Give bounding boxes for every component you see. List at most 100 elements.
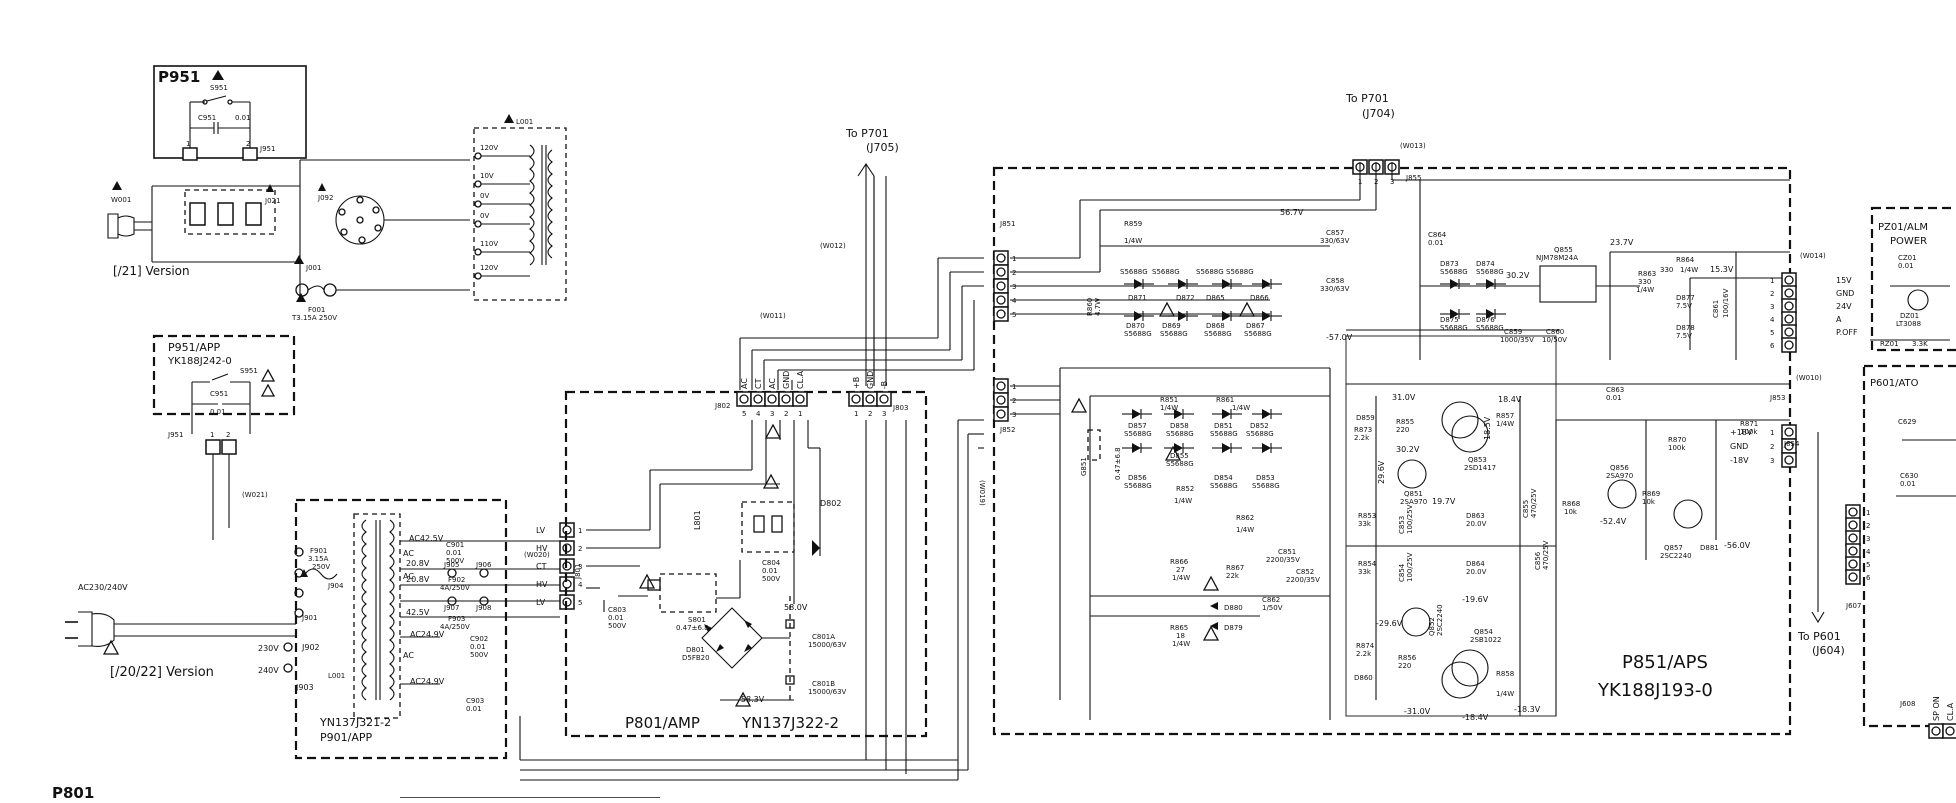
pin-number: 1 <box>1770 277 1774 285</box>
arrow-down-icon <box>1811 611 1825 624</box>
j851-label: J851 <box>999 220 1015 228</box>
pin-label: CL.A <box>1946 702 1955 721</box>
c901-value: 0.01 <box>446 549 462 557</box>
j704-label: (J704) <box>1362 107 1395 120</box>
q852-value: 2SC2240 <box>1436 604 1444 636</box>
d857-value: S5688G <box>1124 430 1152 438</box>
f901-value1: 3.15A <box>308 555 329 563</box>
pin-number: 4 <box>1770 316 1775 324</box>
warning-icon <box>1202 575 1220 591</box>
w021-label: (W021) <box>242 491 268 499</box>
w019-label: (W019) <box>978 480 986 506</box>
v197-label: 19.7V <box>1432 497 1456 506</box>
p851-aps-board: P851/APS YK188J193-0 To P701 (J704) (W01… <box>992 92 1858 736</box>
connector-pin <box>1781 324 1797 340</box>
pin-number: 3 <box>1390 178 1394 186</box>
v524n-label: -52.4V <box>1600 517 1627 526</box>
r852-value: 1/4W <box>1174 497 1192 505</box>
d855-value: S5688G <box>1166 460 1194 468</box>
pin-number: 5 <box>1866 561 1870 569</box>
c803-volt: 500V <box>608 622 626 630</box>
pin-number: 1 <box>1012 383 1016 391</box>
version-21-label: [/21] Version <box>113 264 190 278</box>
warning-icon <box>318 183 326 191</box>
j852-label: J852 <box>999 426 1015 434</box>
d867-value: S5688G <box>1244 330 1272 338</box>
g851-label: G851 <box>1080 457 1088 476</box>
p851-aps-label: P851/APS <box>1622 652 1708 673</box>
j607-label: J607 <box>1845 602 1861 610</box>
l001-label: L001 <box>516 118 533 126</box>
r861-value: 1/4W <box>1232 404 1250 412</box>
j852-pins: 123 <box>993 378 1016 422</box>
warning-icon <box>260 368 276 382</box>
voltage-selector-transformer1: J092 J001 F001 T3.15A 250V L001 120V10V0… <box>291 114 567 322</box>
pin-number: 5 <box>742 410 746 418</box>
connector-pin <box>993 378 1009 394</box>
v296n-label: -29.6V <box>1376 619 1403 628</box>
r855-label: R855 <box>1396 418 1414 426</box>
pin-label: A <box>1836 315 1842 324</box>
d875-label: D875 <box>1440 316 1459 324</box>
transformer-tap-label: 0V <box>480 212 489 220</box>
r868-value: 10k <box>1564 508 1578 516</box>
pin-number: 4 <box>1012 297 1017 305</box>
tap-ac249a: AC24.9V <box>410 630 445 639</box>
diode-symbol <box>1222 311 1231 321</box>
q854-value: 2SB1022 <box>1470 636 1502 644</box>
d801-value: D5FB20 <box>682 654 710 662</box>
r863-value: 330 <box>1638 278 1651 286</box>
r864-watt: 1/4W <box>1680 266 1698 274</box>
diode-symbol <box>1134 311 1143 321</box>
connector-pin <box>993 292 1009 308</box>
tap-208a: 20.8V <box>406 559 430 568</box>
f901-label: F901 <box>310 547 327 555</box>
c854-label: C854 <box>1398 563 1406 582</box>
tap-ac249b: AC24.9V <box>410 677 445 686</box>
svg-text:1: 1 <box>186 140 190 148</box>
p601-label: P601/ATO <box>1870 378 1919 389</box>
connector-pin <box>848 391 864 407</box>
p901-app-board: YN137J321-2 P901/APP F901 3.15A 250V J90… <box>258 498 560 760</box>
v570n-label: -57.0V <box>1326 333 1353 342</box>
p851-aps-part: YK188J193-0 <box>1597 680 1713 701</box>
warning-icon <box>294 255 304 264</box>
pin-label: CT <box>536 562 547 571</box>
pin-number: 3 <box>770 410 774 418</box>
pin-label: -B <box>880 381 889 389</box>
s801-value: 0.47±6.8 <box>676 624 709 632</box>
pin-number: 5 <box>1770 329 1774 337</box>
d869-value: S5688G <box>1160 330 1188 338</box>
connector-pin <box>1781 272 1797 288</box>
f903-value: 4A/250V <box>440 623 470 631</box>
d856-label: D856 <box>1128 474 1147 482</box>
p801-amp-board: P801/AMP YN137J322-2 (W011) J802 5AC4CT3… <box>564 127 928 774</box>
c863-label: C863 <box>1606 386 1624 394</box>
v310n-label: -31.0V <box>1404 707 1431 716</box>
d801-label: D801 <box>686 646 705 654</box>
j908-label: J908 <box>475 604 491 612</box>
tap-ac1: AC <box>403 549 414 558</box>
c859-label: C859 <box>1504 328 1522 336</box>
d881-label: D881 <box>1700 544 1719 552</box>
d870-label: D870 <box>1126 322 1145 330</box>
connector-pin <box>792 391 808 407</box>
f902-label: F902 <box>448 576 465 584</box>
pin-label: CT <box>754 378 763 389</box>
p951-app-part: YK188J242-0 <box>167 356 232 367</box>
r852-label: R852 <box>1176 485 1194 493</box>
warning-icon <box>1164 445 1182 461</box>
d876-value: S5688G <box>1476 324 1504 332</box>
c901-volt: 500V <box>446 557 464 565</box>
r865-value: 18 <box>1176 632 1185 640</box>
pin-number: 3 <box>1770 303 1774 311</box>
d880-label: D880 <box>1224 604 1243 612</box>
r866-value: 27 <box>1176 566 1185 574</box>
c852-value: 2200/35V <box>1286 576 1320 584</box>
pin-label: P.OFF <box>1836 328 1858 337</box>
pin-number: 5 <box>1012 311 1016 319</box>
rz01-label: RZ01 <box>1880 340 1899 348</box>
j906-label: J906 <box>475 561 492 569</box>
